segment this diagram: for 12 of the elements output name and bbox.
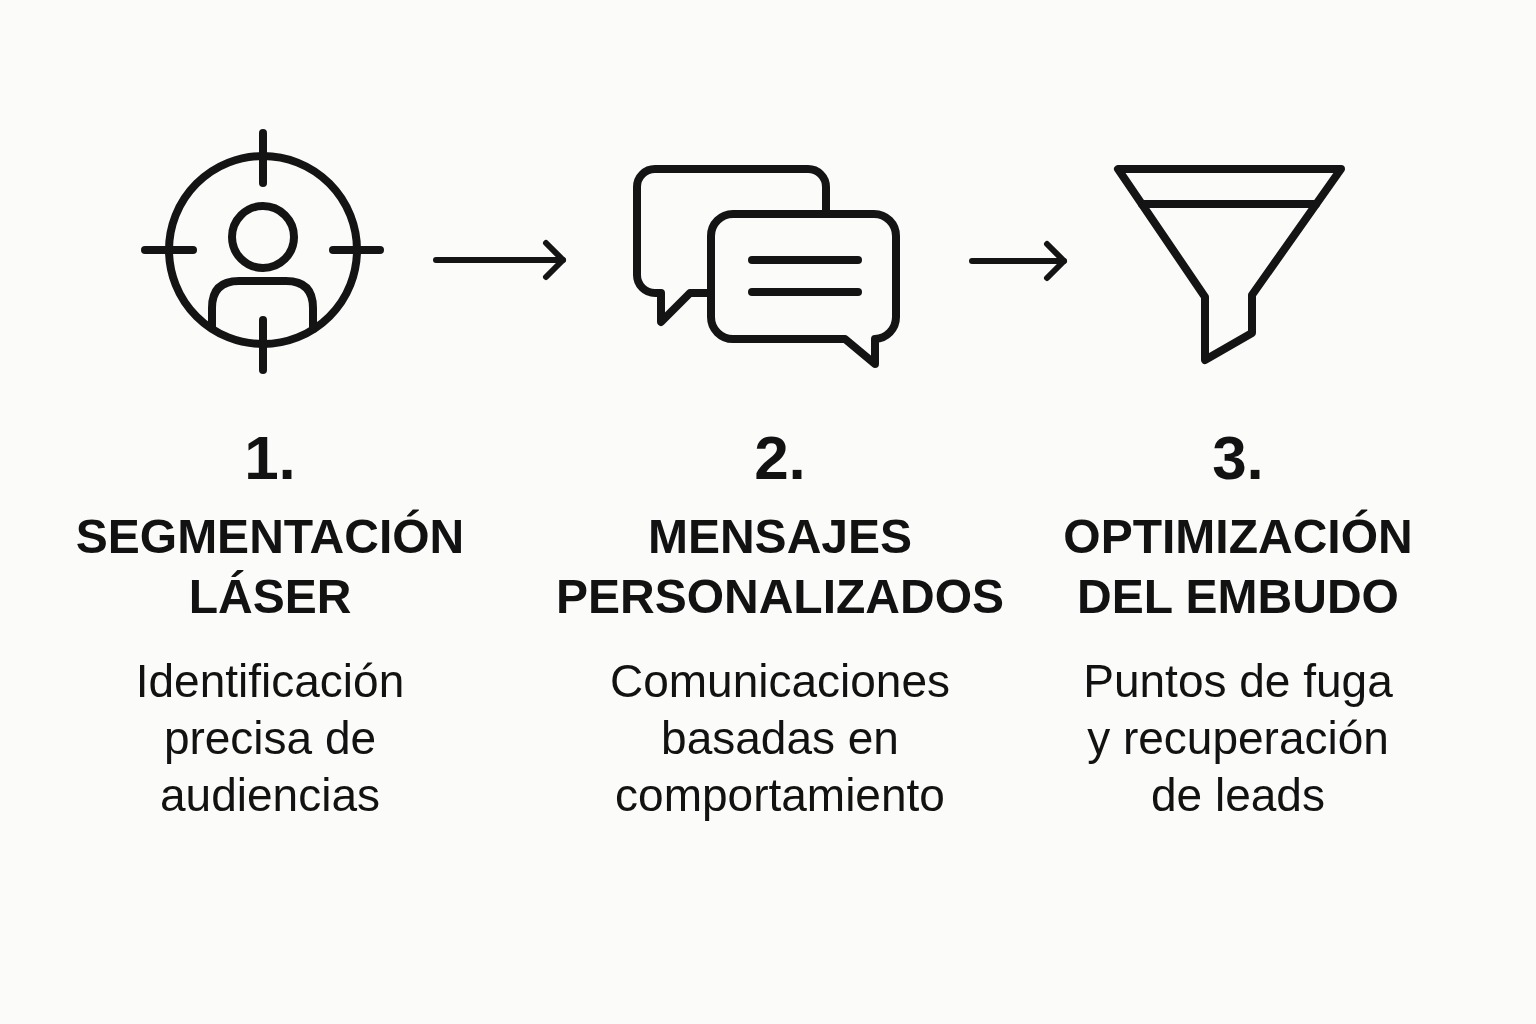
step-description: Puntos de fuga y recuperación de leads [1082, 654, 1394, 823]
step-description: Identificación precisa de audiencias [134, 654, 406, 823]
step-number: 2. [753, 427, 807, 489]
step-title: SEGMENTACIÓN LÁSER [74, 508, 466, 625]
target-person-icon [139, 128, 386, 375]
arrow [433, 240, 566, 280]
step-number: 3. [1211, 427, 1265, 489]
step-title: MENSAJES PERSONALIZADOS [555, 509, 1005, 625]
arrow [969, 241, 1067, 281]
step-number: 1. [243, 427, 297, 489]
step-description: Comunicaciones basadas en comportamiento [608, 654, 952, 823]
step-title: OPTIMIZACIÓN DEL EMBUDO [1062, 508, 1414, 625]
